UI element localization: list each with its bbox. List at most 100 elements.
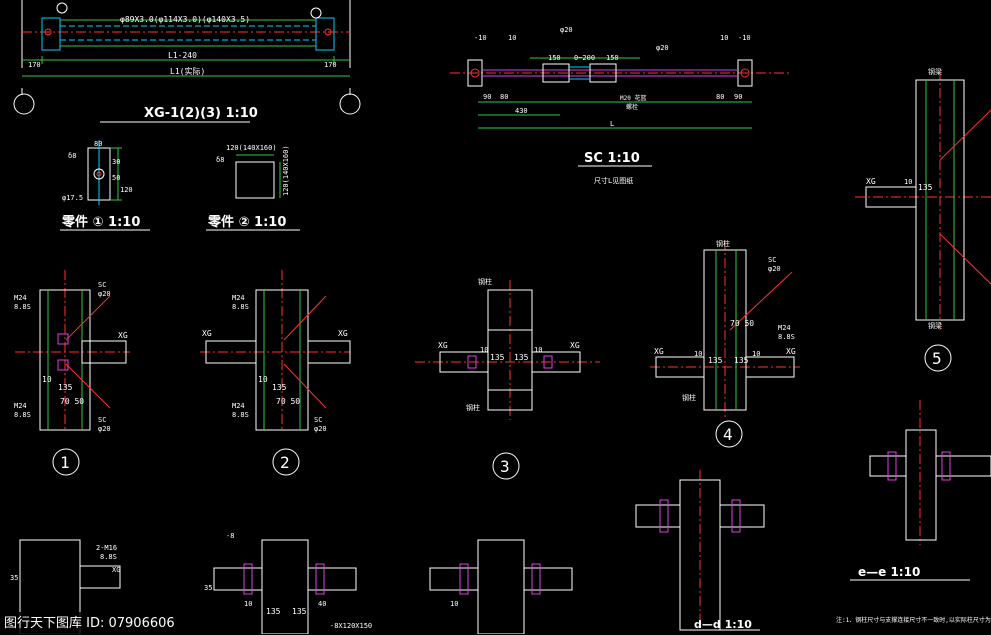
- n3-t2: XG: [570, 341, 580, 350]
- n2-t8: 70 50: [276, 397, 300, 406]
- n3-t1: XG: [438, 341, 448, 350]
- n4-t10: 10: [752, 350, 760, 358]
- node2-detail: M24 8.8S XG XG M24 8.8S SC φ20 70 50 10 …: [200, 270, 351, 476]
- sc-dim-14: L: [610, 120, 614, 128]
- sc-dim-10: 螺栓: [626, 103, 638, 111]
- node4-detail: 钢柱 SC φ20 M24 8.8S XG XG 10 135 135 10 钢…: [650, 239, 800, 448]
- n4-t5: XG: [654, 347, 664, 356]
- n2-t10: 135: [272, 383, 287, 392]
- n1-t9: 70 50: [60, 397, 84, 406]
- bt-4: XG: [112, 566, 120, 574]
- n2-t2: XG: [202, 329, 212, 338]
- n4-t2: φ20: [768, 265, 781, 273]
- n2-t4: M24: [232, 402, 245, 410]
- xg-dim-170a: 170: [28, 61, 41, 69]
- bt-9: 135: [292, 607, 307, 616]
- section-e-detail: e—e 1:10: [850, 400, 991, 581]
- n2-t1: 8.8S: [232, 303, 249, 311]
- bt-7: 10: [244, 600, 252, 608]
- n4-t1: SC: [768, 256, 776, 264]
- n3-t7: 钢柱: [466, 403, 480, 412]
- p1-dim-120: 120: [120, 186, 133, 194]
- xg-pipe-detail: φ89X3.0(φ114X3.0)(φ140X3.5) L1-240 L1(实际…: [13, 0, 361, 123]
- sc-dim-11: 90: [483, 93, 491, 101]
- n2-t9: 10: [258, 375, 268, 384]
- bt-2: -8: [226, 532, 234, 540]
- bt-11: 10: [450, 600, 458, 608]
- bt-8: 135: [266, 607, 281, 616]
- title-part1: 零件 ① 1:10: [61, 214, 140, 230]
- n2-t7: φ20: [314, 425, 327, 433]
- sc-dim-1: 10: [508, 34, 516, 42]
- part1-detail: 80 δ8 30 50 120 φ17.5 零件 ① 1:10: [60, 140, 150, 231]
- node4-label: 4: [723, 425, 733, 444]
- bt-3: -8X120X150: [330, 622, 372, 630]
- node5-detail: XG 135 钢梁 钢梁 10 5: [855, 67, 991, 372]
- node2-label: 2: [280, 453, 290, 472]
- sc-detail: -10 10 φ20 150 0~200 150 φ20 -10 10 M20 …: [450, 26, 790, 185]
- n1-t0: M24: [14, 294, 27, 302]
- bt-10: 40: [318, 600, 326, 608]
- sc-dim-9: M20 花篮: [620, 94, 646, 102]
- sc-dim-5: 150: [606, 54, 619, 62]
- n5-t4: 10: [904, 178, 912, 186]
- watermark-text: 图行天下图库 ID: 07906606: [4, 616, 175, 631]
- sc-dim-2: φ20: [560, 26, 573, 34]
- p1-dim-phi: φ17.5: [62, 194, 83, 202]
- p1-dim-d8: δ8: [68, 152, 76, 160]
- bt-5: 35: [10, 574, 18, 582]
- n3-t4: 135: [490, 353, 505, 362]
- n5-t3: 钢梁: [928, 321, 942, 330]
- sc-dim-12: 80: [500, 93, 508, 101]
- title-part2: 零件 ② 1:10: [207, 214, 286, 230]
- xg-pipe-spec: φ89X3.0(φ114X3.0)(φ140X3.5): [120, 15, 250, 24]
- title-xg: XG-1(2)(3) 1:10: [144, 106, 258, 121]
- n1-t10: 10: [42, 375, 52, 384]
- n1-t8: φ20: [98, 425, 111, 433]
- sc-dim-15: 80: [716, 93, 724, 101]
- n1-t4: XG: [118, 331, 128, 340]
- n3-t3: 10: [480, 346, 488, 354]
- p2-dim-top: 120(140X160): [226, 144, 277, 152]
- n2-t3: XG: [338, 329, 348, 338]
- n1-t2: SC: [98, 281, 106, 289]
- xg-dim-170b: 170: [324, 61, 337, 69]
- n1-t11: 135: [58, 383, 73, 392]
- n4-t9: 135: [734, 356, 749, 365]
- bt-0: 2-M16: [96, 544, 117, 552]
- sc-dim-13: 430: [515, 107, 528, 115]
- sc-dim-3: 150: [548, 54, 561, 62]
- p2-dim-d8: δ8: [216, 156, 224, 164]
- n1-t7: SC: [98, 416, 106, 424]
- xg-dim-l1: L1-240: [168, 51, 197, 60]
- node1-detail: M24 8.8S SC φ20 XG M24 8.8S SC φ20 70 50…: [14, 270, 130, 476]
- sc-dim-16: 90: [734, 93, 742, 101]
- n2-t5: 8.8S: [232, 411, 249, 419]
- bottom-connections: 2-M16 8.8S -8 -8X120X150 XG 35 35 10 135…: [10, 532, 573, 634]
- p1-dim-50: 50: [112, 174, 120, 182]
- note-text: 注:1、钢柱尺寸与支撑连接尺寸不一致时,以实际柱尺寸为准: [836, 616, 991, 624]
- title-d: d—d 1:10: [694, 618, 752, 631]
- sc-dim-0: -10: [474, 34, 487, 42]
- n3-t6: 10: [534, 346, 542, 354]
- bt-1: 8.8S: [100, 553, 117, 561]
- bt-6: 35: [204, 584, 212, 592]
- title-e: e—e 1:10: [858, 565, 920, 579]
- node1-label: 1: [60, 453, 70, 472]
- watermark-bar: 图行天下图库 ID: 07906606: [0, 612, 260, 634]
- sc-dim-6: φ20: [656, 44, 669, 52]
- sc-dim-4: 0~200: [574, 54, 595, 62]
- n1-t6: 8.8S: [14, 411, 31, 419]
- node5-label: 5: [932, 349, 942, 368]
- n1-t3: φ20: [98, 290, 111, 298]
- n4-t4: 8.8S: [778, 333, 795, 341]
- xg-dim-l: L1(实际): [170, 66, 205, 76]
- n4-t7: 10: [694, 350, 702, 358]
- n1-t1: 8.8S: [14, 303, 31, 311]
- n4-t11: 钢柱: [682, 393, 696, 402]
- n5-t1: 135: [918, 183, 933, 192]
- sc-dim-7: -10: [738, 34, 751, 42]
- n4-t3: M24: [778, 324, 791, 332]
- n3-t0: 钢柱: [478, 277, 492, 286]
